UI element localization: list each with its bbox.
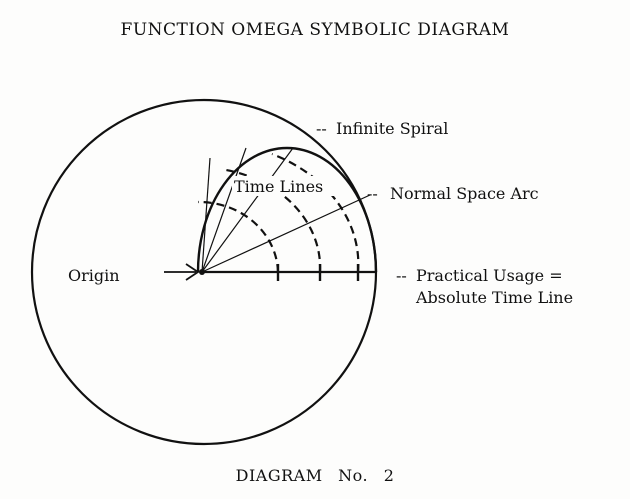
origin-point — [199, 269, 205, 275]
time-arc-outer — [271, 152, 360, 273]
time-arc-middle — [225, 168, 322, 273]
time-line-4 — [201, 194, 371, 273]
time-line-2 — [201, 147, 247, 273]
diagram-caption: DIAGRAM No. 2 — [235, 466, 395, 485]
practical-usage-label: Practical Usage = — [416, 266, 563, 285]
normal-space-arc-leader: -- — [367, 184, 378, 203]
time-arc-inner — [197, 200, 280, 273]
normal-space-arc-label: Normal Space Arc — [390, 184, 539, 203]
time-line-1 — [201, 157, 211, 273]
infinite-spiral-label: Infinite Spiral — [336, 119, 448, 138]
time-line-3 — [201, 147, 294, 273]
origin-label: Origin — [68, 266, 120, 285]
page-title: FUNCTION OMEGA SYMBOLIC DIAGRAM — [120, 20, 510, 40]
normal-space-arc — [196, 146, 378, 273]
time-lines-label: Time Lines — [234, 177, 323, 196]
practical-usage-leader: -- — [396, 266, 407, 285]
absolute-time-line-label: Absolute Time Line — [415, 288, 573, 307]
infinite-spiral-leader: -- — [316, 119, 327, 138]
time-lines-label-backdrop — [232, 176, 340, 196]
origin-arrow-head — [185, 263, 200, 281]
